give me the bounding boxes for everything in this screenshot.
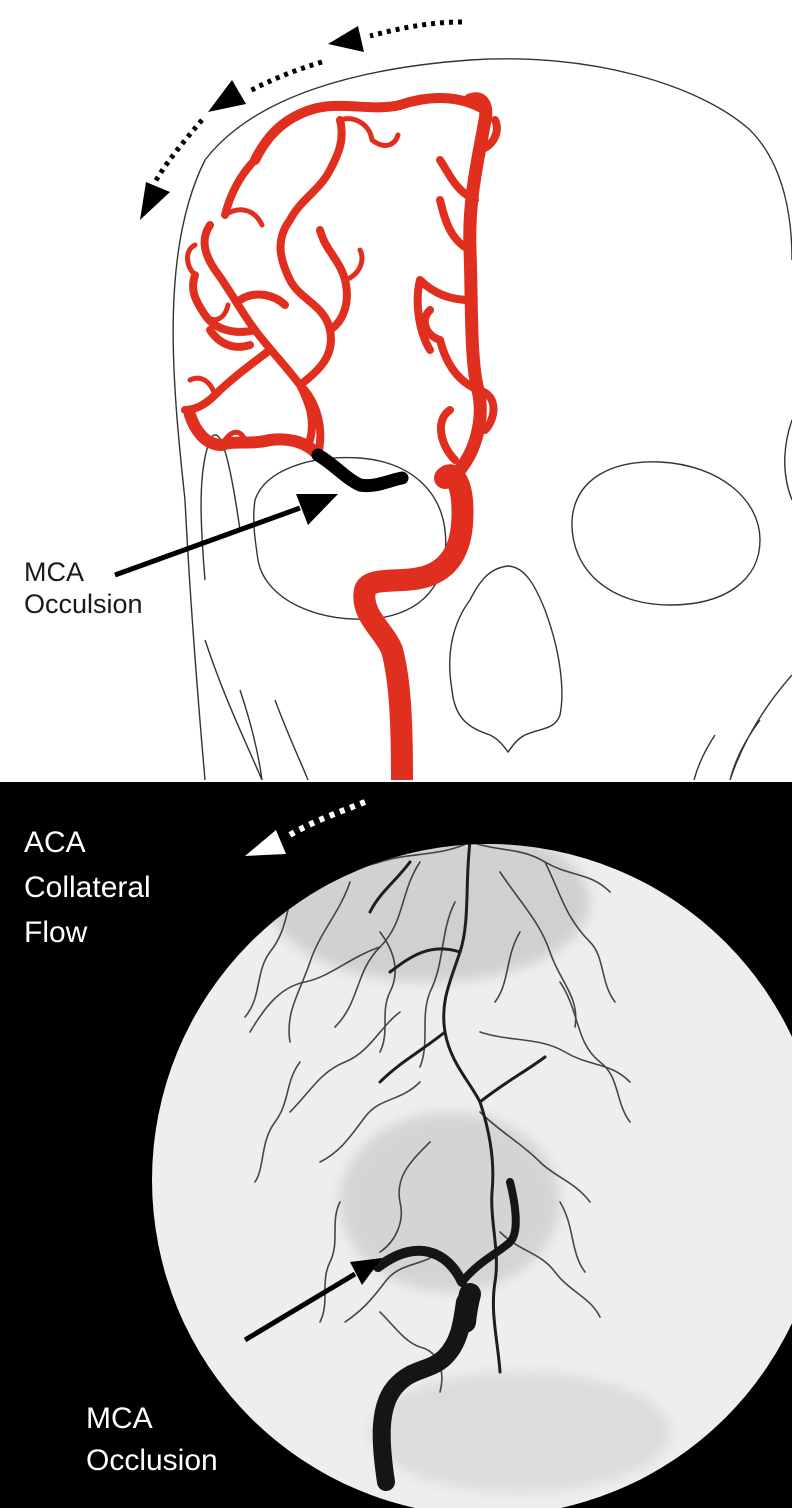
flow-arrow-dots-2 — [246, 59, 323, 95]
angiogram-arrow-shaft — [243, 1271, 357, 1343]
mca-occlusion-label-top-line1: MCA — [24, 557, 84, 587]
mca-occlusion-label-bottom: MCA Occlusion — [86, 1398, 218, 1482]
mca-small-twigs — [185, 116, 401, 448]
flow-arrow-head-2 — [208, 80, 246, 112]
angiogram-mca-stump — [373, 1245, 467, 1287]
angiogram-occlusion-arrow — [243, 1258, 382, 1343]
aca-collateral-flow-label-line2: Collateral — [24, 871, 151, 904]
flow-arrow-dots-3 — [152, 118, 204, 184]
angiogram-carotid — [372, 1178, 520, 1491]
superior-arch — [250, 93, 490, 165]
mca-trunk-distal — [184, 409, 324, 461]
vessel-tree — [181, 92, 501, 780]
aca-branches — [413, 116, 501, 464]
jaw-line-right — [693, 674, 792, 780]
aca-trunk — [448, 92, 493, 482]
aca-collateral-flow-label-line1: ACA — [24, 826, 86, 859]
pointer-arrow-shaft — [114, 505, 301, 578]
angiogram-arrow-head — [350, 1258, 382, 1285]
angiogram-aca-vessels — [368, 844, 547, 1374]
angiogram-fine-vessels — [244, 844, 631, 1393]
mca-branches — [181, 116, 351, 459]
schematic-diagram — [114, 19, 792, 780]
mca-occlusion-label-top-line2: Occulsion — [24, 589, 143, 619]
internal-carotid-artery — [353, 464, 474, 780]
mca-occlusion-segment — [311, 448, 409, 493]
aca-collateral-flow-label-line3: Flow — [24, 916, 88, 949]
angiogram-aca-origin — [458, 1178, 520, 1286]
right-orbit — [571, 461, 761, 606]
collateral-flow-arrows — [140, 19, 463, 220]
nasal-cavity — [449, 565, 563, 754]
flow-arrow-head-3 — [140, 182, 170, 220]
skull-left-cheek — [200, 434, 241, 581]
skull-cranium-contour — [172, 58, 792, 780]
angiogram-collateral-arrow — [245, 799, 367, 856]
angiogram-collateral-dots — [283, 799, 367, 841]
flow-arrow-dots-1 — [369, 19, 463, 39]
angiogram-svg — [152, 799, 792, 1508]
angiogram-ica-bulb — [454, 1283, 481, 1333]
skull-outline — [172, 58, 792, 780]
mca-occlusion-label-bottom-line2: Occlusion — [86, 1444, 218, 1477]
aca-collateral-flow-label: ACA Collateral Flow — [24, 820, 151, 955]
angiogram-panel — [0, 782, 792, 1508]
flow-arrow-head-1 — [328, 26, 364, 52]
jaw-line-left — [204, 639, 309, 780]
mca-occlusion-label-bottom-line1: MCA — [86, 1402, 153, 1435]
occlusion-pointer-arrow — [114, 494, 338, 578]
mca-occlusion-label-top: MCA Occulsion — [24, 556, 143, 620]
angiogram-collateral-head — [245, 830, 286, 856]
pointer-arrow-head — [296, 494, 338, 525]
skull-right-side — [784, 419, 792, 501]
schematic-svg — [114, 19, 792, 780]
angiogram-ica-trunk — [372, 1293, 474, 1491]
